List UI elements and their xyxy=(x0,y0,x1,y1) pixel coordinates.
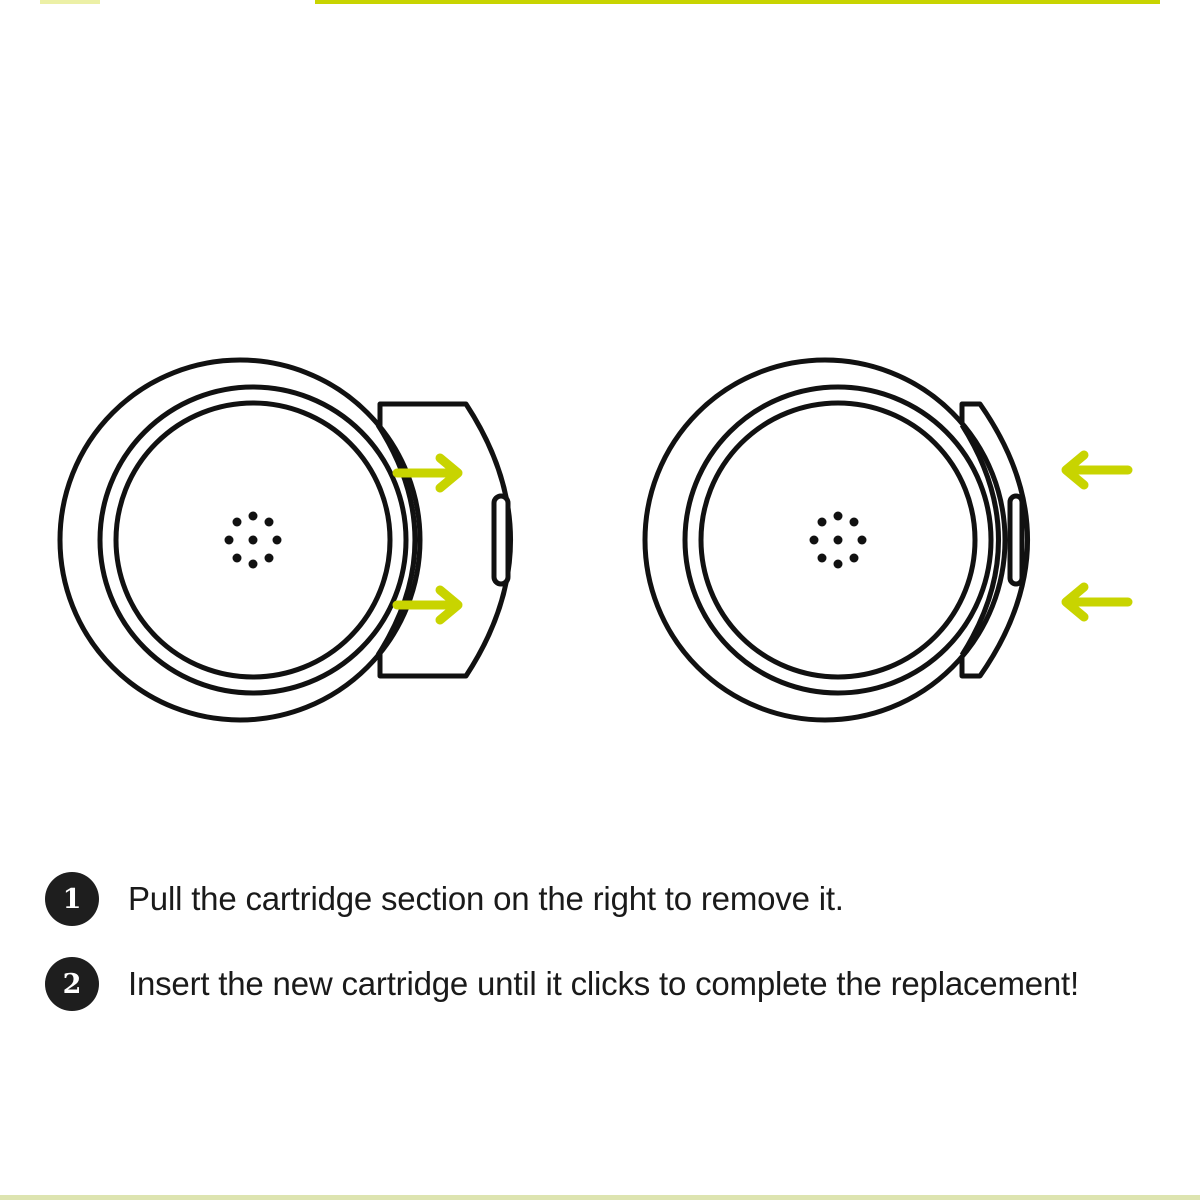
vent-dots-icon xyxy=(809,511,867,569)
step-instruction: Pull the cartridge section on the right … xyxy=(128,880,844,917)
tab-grip-icon xyxy=(491,493,511,587)
cartridge-edge-icon xyxy=(375,423,418,657)
cartridge-edge-icon xyxy=(959,423,1001,657)
vent-dots-icon xyxy=(224,511,282,569)
step-number-badge: 2 xyxy=(45,957,99,1011)
arrow-left-icon xyxy=(1061,450,1133,490)
step-1: 1 Pull the cartridge section on the righ… xyxy=(45,872,844,926)
bottom-accent-bar xyxy=(0,1195,1200,1200)
step-2: 2 Insert the new cartridge until it clic… xyxy=(45,957,1079,1011)
arrow-right-icon xyxy=(392,585,463,625)
top-accent-bar xyxy=(315,0,1160,4)
tab-grip-icon xyxy=(1007,493,1025,587)
step-number-badge: 1 xyxy=(45,872,99,926)
figure-insert xyxy=(642,357,1133,723)
arrow-right-icon xyxy=(392,453,463,493)
arrow-left-icon xyxy=(1061,582,1133,622)
step-instruction: Insert the new cartridge until it clicks… xyxy=(128,965,1079,1002)
figure-remove xyxy=(57,357,513,723)
top-accent-bar-faded xyxy=(40,0,100,4)
